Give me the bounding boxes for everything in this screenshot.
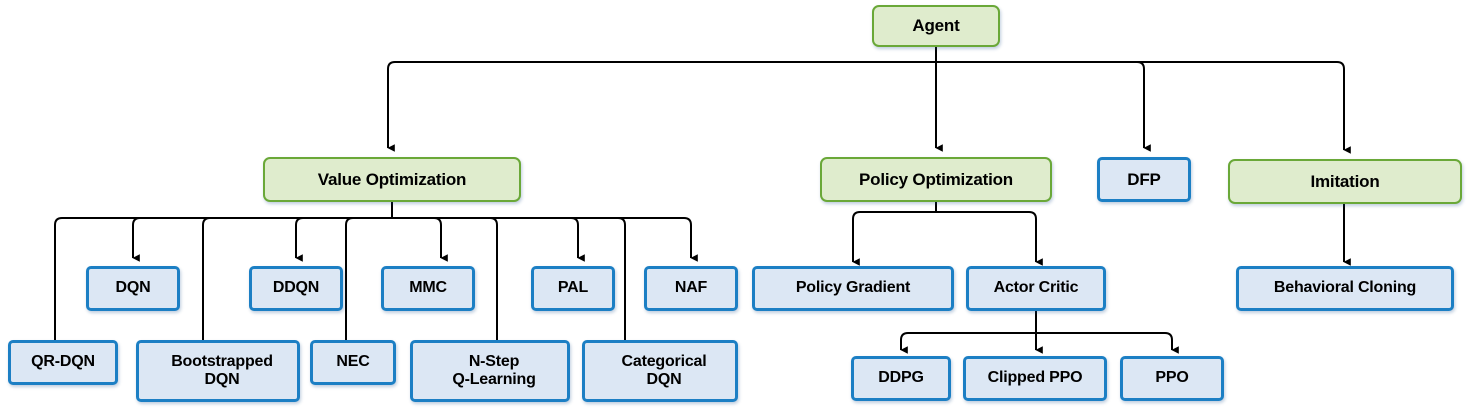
node-ddpg-label: DDPG [878,369,924,387]
node-naf[interactable]: NAF [644,266,738,311]
node-ddqn-label: DDQN [272,279,320,297]
node-dfp-label: DFP [1127,169,1161,189]
node-categorical-dqn-line2: DQN [646,371,682,388]
node-n-step-q-learning[interactable]: N-Step Q-Learning [410,340,570,402]
edges-policy-optimization [852,202,1043,266]
node-n-step-q-learning-label: N-Step Q-Learning [413,353,567,390]
node-nec[interactable]: NEC [310,340,396,385]
node-categorical-dqn[interactable]: Categorical DQN [582,340,738,402]
node-policy-gradient-label: Policy Gradient [795,279,911,297]
node-clipped-ppo[interactable]: Clipped PPO [963,356,1107,401]
node-nec-label: NEC [336,353,370,371]
node-categorical-dqn-line1: Categorical [621,352,707,370]
node-pal-label: PAL [557,279,589,297]
node-ddpg[interactable]: DDPG [851,356,951,401]
node-pal[interactable]: PAL [531,266,615,311]
node-naf-label: NAF [674,279,708,297]
node-bootstrapped-dqn-line1: Bootstrapped [171,352,273,370]
node-dqn-label: DQN [115,279,151,297]
edges-agent [387,47,1351,154]
node-bootstrapped-dqn-line2: DQN [204,371,240,388]
node-behavioral-cloning-label: Behavioral Cloning [1273,279,1417,297]
node-value-optimization-label: Value Optimization [317,169,467,189]
node-imitation-label: Imitation [1310,171,1380,191]
node-categorical-dqn-label: Categorical DQN [585,353,735,390]
node-imitation[interactable]: Imitation [1228,159,1462,204]
edges-actor-critic [900,311,1179,354]
node-agent-label: Agent [912,16,960,36]
node-actor-critic[interactable]: Actor Critic [966,266,1106,311]
node-mmc[interactable]: MMC [381,266,475,311]
node-dfp[interactable]: DFP [1097,157,1191,202]
node-clipped-ppo-label: Clipped PPO [987,369,1083,387]
node-n-step-q-learning-line1: N-Step [468,352,520,370]
node-n-step-q-learning-line2: Q-Learning [452,371,536,388]
node-policy-optimization[interactable]: Policy Optimization [820,157,1052,202]
node-ddqn[interactable]: DDQN [249,266,343,311]
node-qr-dqn-label: QR-DQN [31,353,95,371]
node-behavioral-cloning[interactable]: Behavioral Cloning [1236,266,1454,311]
node-bootstrapped-dqn-label: Bootstrapped DQN [139,353,297,390]
node-mmc-label: MMC [409,279,447,297]
node-actor-critic-label: Actor Critic [993,279,1079,297]
node-policy-optimization-label: Policy Optimization [859,169,1013,189]
node-dqn[interactable]: DQN [86,266,180,311]
node-policy-gradient[interactable]: Policy Gradient [752,266,954,311]
node-qr-dqn[interactable]: QR-DQN [8,340,118,385]
node-bootstrapped-dqn[interactable]: Bootstrapped DQN [136,340,300,402]
node-ppo-label: PPO [1155,369,1189,387]
node-value-optimization[interactable]: Value Optimization [263,157,521,202]
node-agent[interactable]: Agent [872,5,1000,47]
node-ppo[interactable]: PPO [1120,356,1224,401]
